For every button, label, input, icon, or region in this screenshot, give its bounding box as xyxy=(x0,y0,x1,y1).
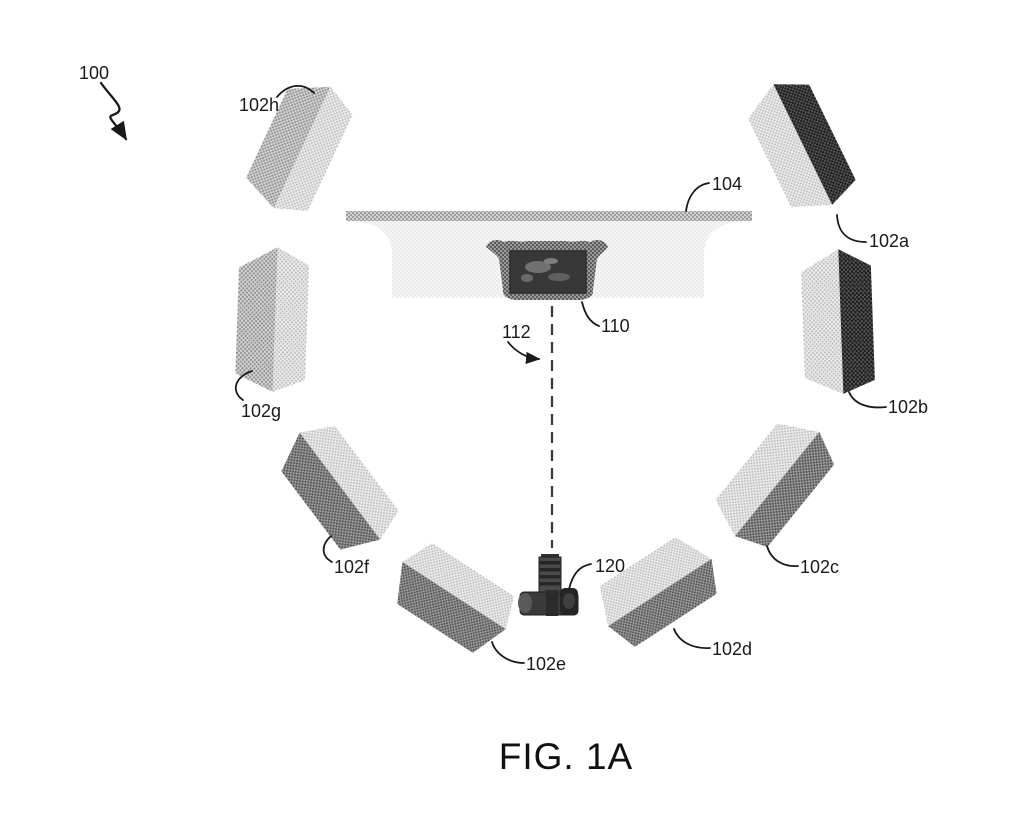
camera-body-left-cylinder xyxy=(518,593,532,613)
label-100: 100 xyxy=(79,63,109,83)
panel-front-face xyxy=(281,432,381,550)
panel-front-face xyxy=(397,561,506,653)
frame-inner-edge xyxy=(509,250,587,294)
reference-112-arrow xyxy=(507,341,541,365)
leader-102c xyxy=(766,545,799,567)
panel-front-face xyxy=(246,86,331,209)
panel-side-face xyxy=(273,86,353,211)
panel-102h xyxy=(246,86,353,211)
painting-surface xyxy=(510,251,586,293)
leader-lines xyxy=(99,81,887,664)
lens-ridge xyxy=(539,575,561,579)
leader-102h xyxy=(276,85,315,98)
leader-102g xyxy=(234,370,253,401)
lens-ridge xyxy=(539,561,561,565)
panel-102f xyxy=(281,426,399,550)
lens-ridge xyxy=(539,582,561,586)
artwork-110 xyxy=(486,239,608,300)
label-110: 110 xyxy=(601,316,630,336)
painting-figure-shadow xyxy=(548,273,570,281)
label-102a: 102a xyxy=(869,231,910,251)
label-102h: 102h xyxy=(239,95,279,115)
panel-side-face xyxy=(402,543,515,630)
panel-102b xyxy=(801,249,875,394)
wall-top-edge xyxy=(346,211,752,221)
leader-102a xyxy=(836,214,867,243)
label-102b: 102b xyxy=(888,397,928,417)
camera-mount-collar xyxy=(546,590,558,616)
reference-labels: 100 102h 102a 104 110 112 120 102b 102c … xyxy=(79,63,928,674)
panel-102e xyxy=(397,543,515,653)
leader-120 xyxy=(568,563,592,590)
panel-102c xyxy=(715,423,835,547)
label-102d: 102d xyxy=(712,639,752,659)
painting-figure-highlight xyxy=(525,261,551,273)
painting-figure-highlight xyxy=(544,258,558,264)
panel-side-face xyxy=(272,247,310,392)
leader-110 xyxy=(581,301,600,327)
label-102f: 102f xyxy=(334,557,370,577)
panel-side-face xyxy=(748,84,833,208)
reference-100-arrow xyxy=(99,81,128,141)
panel-front-face xyxy=(773,84,856,205)
label-102g: 102g xyxy=(241,401,281,421)
panel-102a xyxy=(748,84,856,208)
panel-side-face xyxy=(715,423,820,537)
label-104: 104 xyxy=(712,174,742,194)
panel-front-face xyxy=(838,249,875,394)
leader-104 xyxy=(685,182,710,212)
label-102c: 102c xyxy=(800,557,839,577)
panel-array-102 xyxy=(235,84,875,653)
lens-ridge xyxy=(539,568,561,572)
panel-side-face xyxy=(599,537,712,627)
panel-front-face xyxy=(734,432,835,547)
panel-102d xyxy=(599,537,717,647)
leader-102d xyxy=(673,628,711,649)
label-112: 112 xyxy=(502,322,531,342)
label-120: 120 xyxy=(595,556,625,576)
panel-102g xyxy=(235,247,310,392)
painting-figure-shadow xyxy=(521,274,533,282)
camera-knob-face xyxy=(563,593,575,609)
leader-102b xyxy=(848,391,887,409)
leader-102e xyxy=(491,641,525,664)
figure-caption: FIG. 1A xyxy=(499,736,633,777)
panel-front-face xyxy=(235,247,278,392)
leader-102f xyxy=(322,535,333,563)
camera-120 xyxy=(518,554,579,616)
label-102e: 102e xyxy=(526,654,566,674)
panel-front-face xyxy=(608,558,717,647)
panel-side-face xyxy=(299,426,399,540)
panel-side-face xyxy=(801,249,844,394)
